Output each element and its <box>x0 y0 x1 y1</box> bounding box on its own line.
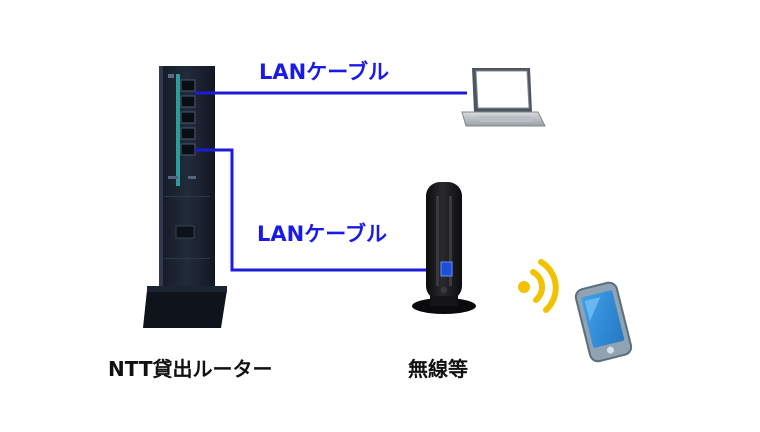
lan-cables <box>195 91 467 272</box>
wifi-signal-icon <box>518 259 559 313</box>
smartphone-icon <box>574 281 633 363</box>
wireless-device-label: 無線等 <box>408 357 468 381</box>
ntt-router-icon <box>143 66 227 328</box>
ntt-router-label: NTT貸出ルーター <box>108 357 273 381</box>
cable-label-bottom: LANケーブル <box>257 222 387 246</box>
lan-cable-bottom <box>195 148 443 272</box>
laptop-icon <box>461 68 546 127</box>
wireless-router-icon <box>412 182 476 314</box>
cable-label-top: LANケーブル <box>259 60 389 84</box>
